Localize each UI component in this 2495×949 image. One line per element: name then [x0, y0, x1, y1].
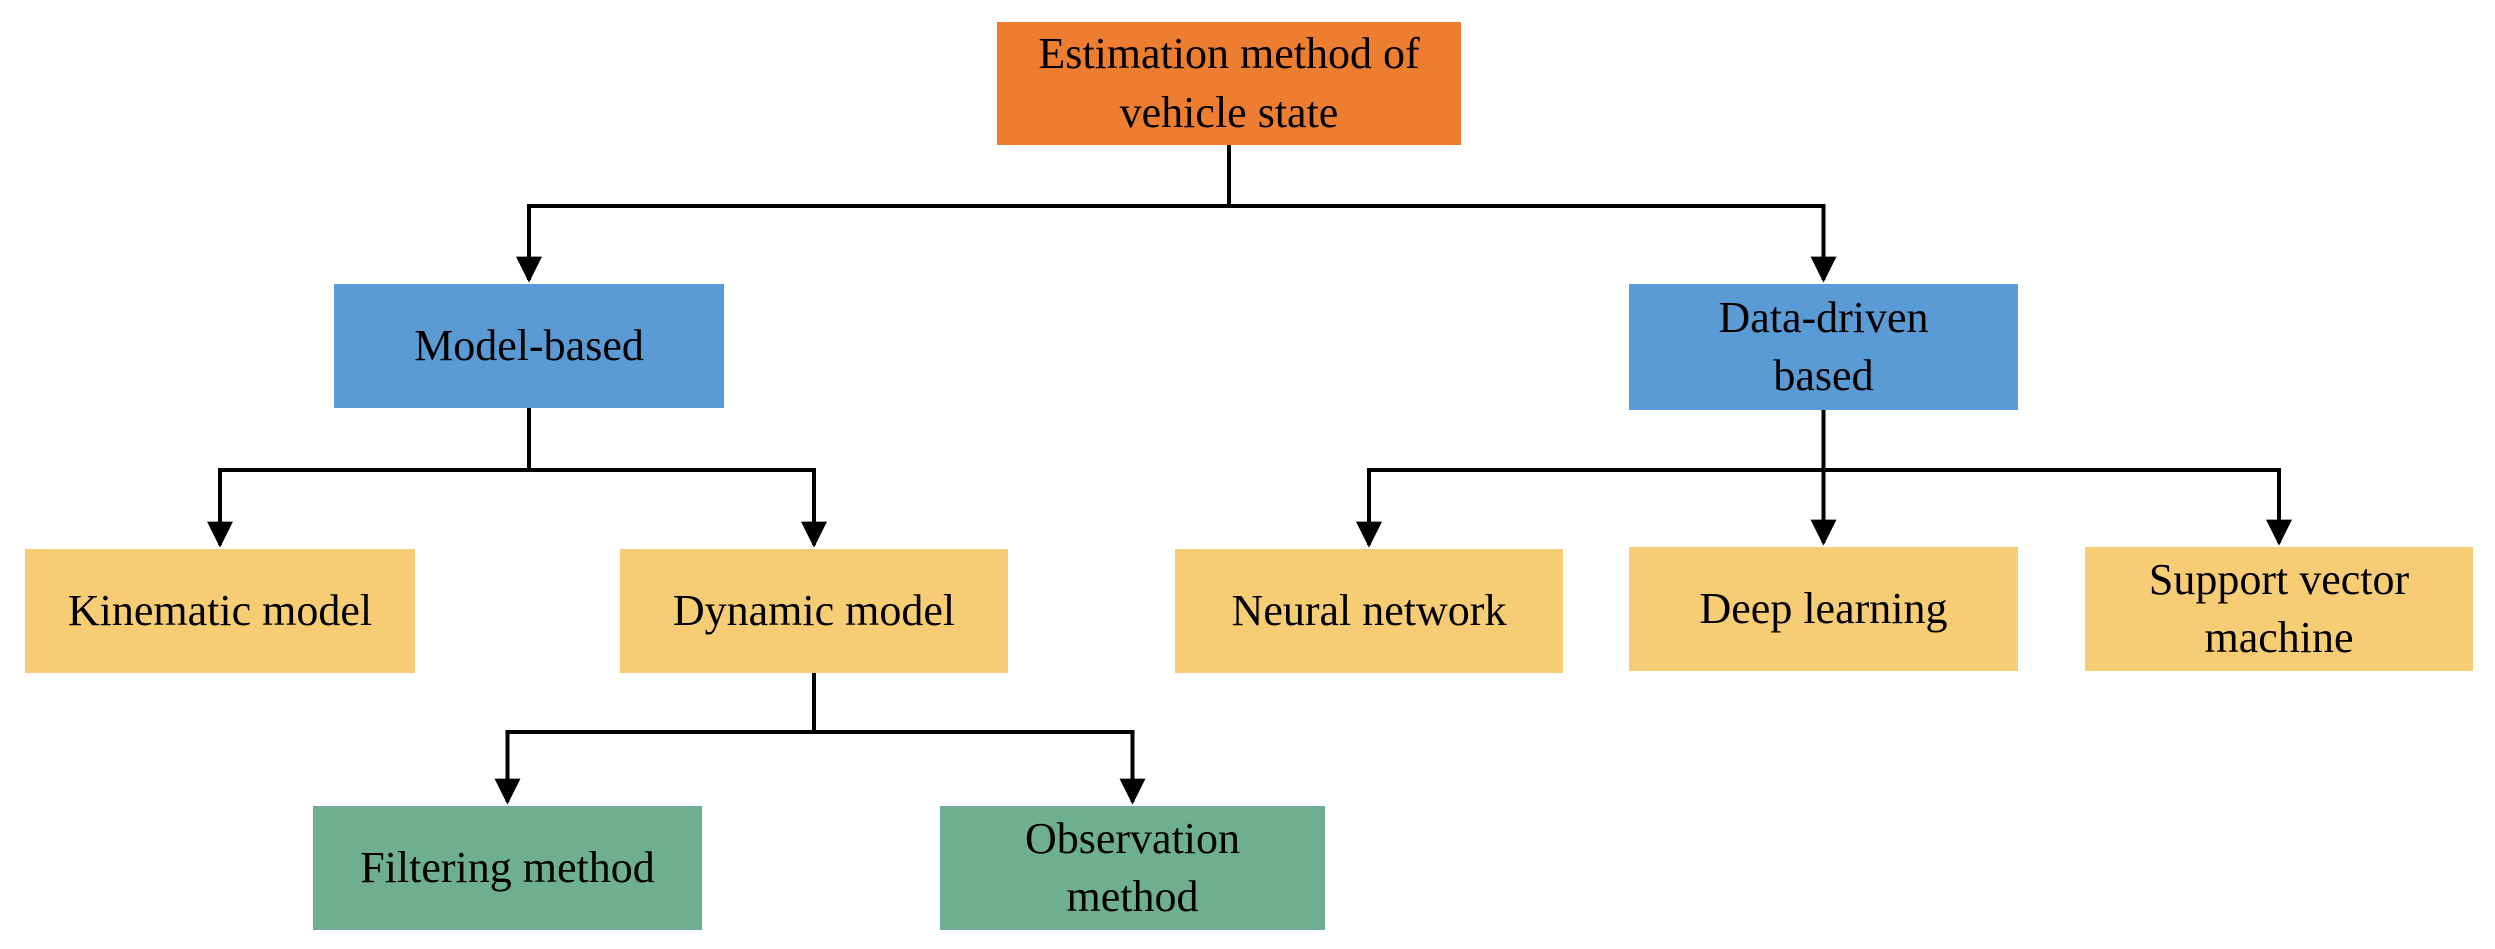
root-node-estimation-method: Estimation method of vehicle state	[997, 22, 1461, 145]
node-observation-line-2: method	[1066, 872, 1199, 921]
node-support-vector-machine: Support vector machine	[2085, 547, 2473, 671]
node-deep-learning-label: Deep learning	[1699, 583, 1948, 633]
node-filtering-method: Filtering method	[313, 806, 702, 930]
node-observation-method: Observation method	[940, 806, 1325, 930]
node-data-driven-line-1: Data-driven	[1718, 292, 1929, 342]
node-neural-network-label: Neural network	[1231, 585, 1507, 635]
root-node-line-1: Estimation method of	[1038, 29, 1420, 79]
node-neural-network: Neural network	[1175, 549, 1563, 673]
node-dynamic-model-label: Dynamic model	[672, 585, 956, 635]
node-dynamic-model: Dynamic model	[620, 549, 1008, 673]
node-deep-learning: Deep learning	[1629, 547, 2018, 671]
root-node-line-2: vehicle state	[1119, 87, 1339, 137]
node-svm-line-1: Support vector	[2148, 554, 2410, 604]
node-data-driven-line-2: based	[1773, 351, 1874, 400]
node-filtering-method-label: Filtering method	[360, 842, 655, 892]
node-model-based-label: Model-based	[414, 320, 644, 370]
node-kinematic-model: Kinematic model	[25, 549, 415, 673]
node-svm-line-2: machine	[2204, 613, 2354, 662]
node-model-based: Model-based	[334, 284, 724, 408]
node-data-driven-based: Data-driven based	[1629, 284, 2018, 410]
connector-group	[207, 145, 2292, 805]
node-observation-line-1: Observation	[1024, 813, 1241, 863]
node-kinematic-model-label: Kinematic model	[67, 585, 373, 635]
